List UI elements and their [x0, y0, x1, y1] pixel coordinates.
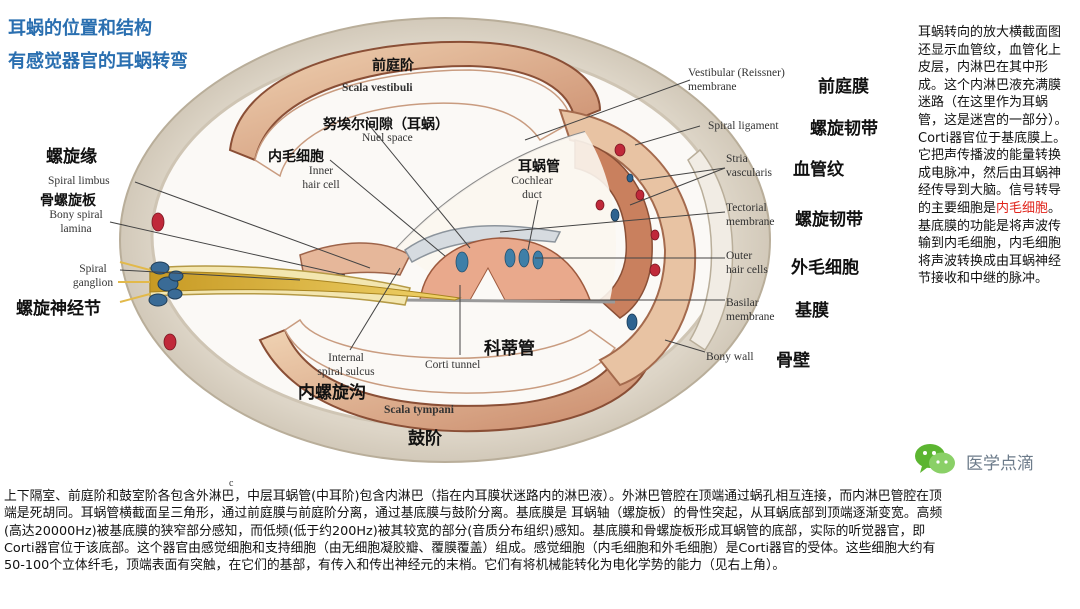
- blue-vessels: [610, 173, 638, 331]
- label-reissner-membrane-zh: 前庭膜: [818, 77, 869, 97]
- label-nuel-space-en: Nuel space: [362, 132, 413, 144]
- label-internal-spiral-sulcus-zh: 内螺旋沟: [298, 383, 366, 403]
- cochlea-cross-section-diagram: [109, 17, 771, 463]
- label-nuel-space-zh: 努埃尔间隙（耳蜗）: [323, 117, 449, 133]
- lower-turn-floor: [284, 318, 617, 394]
- upper-turn-wall: [228, 40, 602, 162]
- label-scala-tympani-zh: 鼓阶: [408, 429, 442, 449]
- side-description: 耳蜗转向的放大横截面图还显示血管纹，血管化上皮层，内淋巴在其中形成。这个内淋巴液…: [918, 24, 1068, 288]
- label-scala-tympani-en: Scala tympani: [384, 404, 454, 416]
- wechat-watermark: 医学点滴: [914, 442, 1064, 478]
- label-reissner-membrane-en: Vestibular (Reissner)membrane: [688, 67, 785, 94]
- label-bony-spiral-lamina-zh: 骨螺旋板: [40, 193, 96, 209]
- spiral-ligament: [558, 108, 697, 387]
- label-corti-tunnel-en: Corti tunnel: [425, 359, 481, 371]
- cochlear-nerve: [149, 271, 462, 301]
- label-inner-hair-cell-zh: 内毛细胞: [268, 149, 324, 165]
- title-line-1: 耳蜗的位置和结构: [8, 18, 152, 39]
- label-bony-wall-zh: 骨壁: [776, 351, 810, 371]
- basilar-membrane: [399, 298, 616, 304]
- blood-vessels: [151, 143, 661, 351]
- outer-hair-cells: [504, 248, 544, 270]
- label-outer-hair-cells-zh: 外毛细胞: [791, 258, 859, 278]
- label-scala-vestibuli-zh: 前庭阶: [372, 58, 414, 74]
- title-line-2: 有感觉器官的耳蜗转弯: [8, 51, 188, 72]
- label-spiral-ligament-en: Spiral ligament: [708, 120, 779, 132]
- label-spiral-limbus-en: Spiral limbus: [48, 175, 110, 187]
- label-stria-vascularis-zh: 血管纹: [793, 160, 844, 180]
- side-text-highlight: 内毛细胞: [996, 200, 1049, 216]
- side-text-part-1: 耳蜗转向的放大横截面图还显示血管纹，血管化上皮层，内淋巴在其中形成。这个内淋巴液…: [918, 25, 1068, 216]
- label-cochlear-duct-zh: 耳蜗管: [518, 159, 560, 175]
- label-tectorial-membrane-zh: 螺旋韧带: [795, 210, 863, 230]
- watermark-text: 医学点滴: [966, 454, 1034, 474]
- tectorial-membrane: [404, 225, 562, 264]
- wechat-icon: [915, 444, 955, 474]
- label-scala-vestibuli-en: Scala vestibuli: [342, 82, 413, 94]
- bottom-description: 上下隔室、前庭阶和鼓室阶各包含外淋巴，中层耳蜗管(中耳阶)包含内淋巴（指在内耳膜…: [4, 489, 943, 574]
- inner-hair-cell: [455, 251, 469, 273]
- label-basilar-membrane-zh: 基膜: [795, 301, 829, 321]
- stria-vascularis: [574, 139, 653, 319]
- spiral-ganglion: [148, 261, 184, 307]
- leader-lines: [109, 79, 726, 355]
- side-text-part-2: 。基底膜的功能是将声波传输到内毛细胞，内毛细胞将声波转换成由耳蜗神经节接收和中继…: [918, 200, 1062, 287]
- label-spiral-ganglion-zh: 螺旋神经节: [16, 299, 101, 319]
- stray-letter: c: [229, 478, 234, 489]
- label-bony-wall-en: Bony wall: [706, 351, 754, 363]
- label-organ-of-corti-zh: 科蒂管: [484, 339, 535, 359]
- label-spiral-limbus-zh: 螺旋缘: [46, 147, 97, 167]
- ganglion-fibers: [118, 261, 151, 303]
- label-spiral-ligament-zh: 螺旋韧带: [810, 119, 878, 139]
